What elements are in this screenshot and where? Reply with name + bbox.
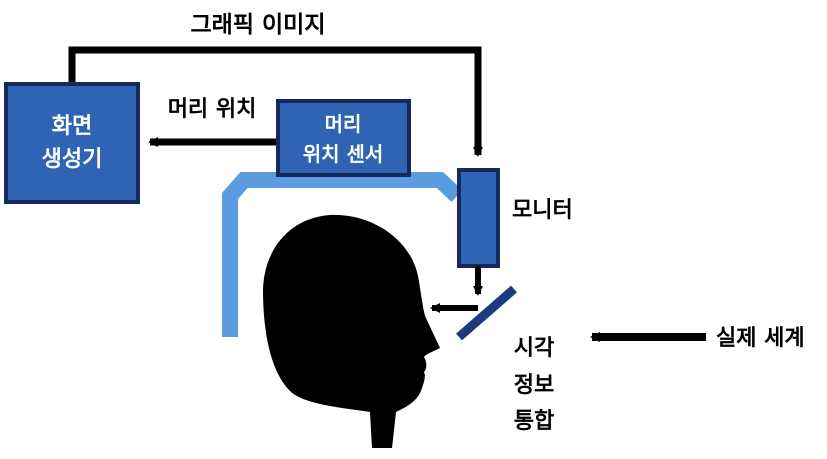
visual-integration-line1: 시각 — [514, 336, 554, 361]
graphic-image-connector — [68, 46, 483, 157]
head-sensor-label-line2: 위치 센서 — [303, 142, 384, 166]
screen-generator-label-line1: 화면 — [52, 114, 92, 139]
screen-generator-box: 화면 생성기 — [4, 82, 140, 204]
real-world-label: 실제 세계 — [716, 326, 805, 351]
headset-frame — [222, 172, 463, 337]
visual-integration-line2: 정보 — [514, 373, 554, 398]
monitor — [457, 168, 500, 268]
head-sensor-label-line1: 머리 — [325, 112, 362, 136]
head-position-sensor-box: 머리 위치 센서 — [276, 99, 411, 177]
screen-generator-label-line2: 생성기 — [42, 147, 103, 172]
head-silhouette — [263, 214, 440, 448]
combiner-mirror — [456, 285, 517, 341]
monitor-label: 모니터 — [512, 198, 573, 223]
visual-integration-line3: 통합 — [514, 408, 554, 434]
graphic-image-label: 그래픽 이미지 — [191, 12, 326, 38]
head-position-label: 머리 위치 — [168, 97, 257, 122]
